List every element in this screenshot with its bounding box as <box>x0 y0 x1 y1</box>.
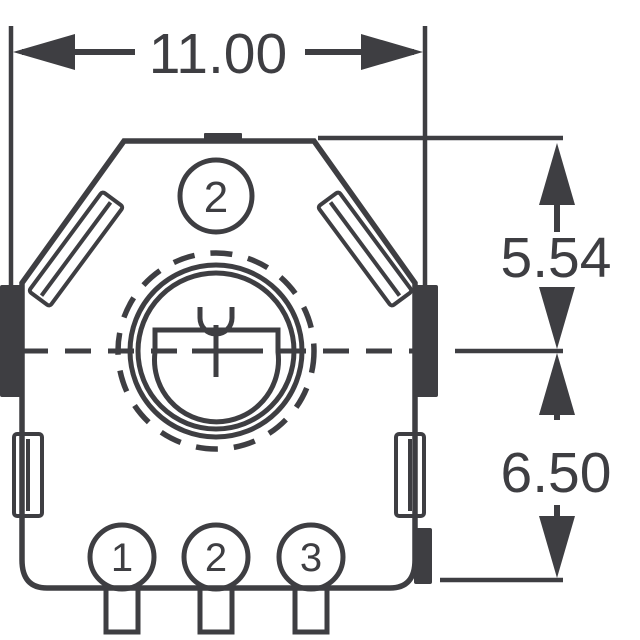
corner-slot-right-centerline <box>328 201 402 297</box>
adjustment-screw-assembly[interactable] <box>115 250 317 452</box>
arrow-left-icon <box>13 34 75 70</box>
dimension-label-width: 11.00 <box>149 22 287 86</box>
lower-slot-right-body <box>394 432 426 518</box>
lower-slot-left-body <box>12 432 44 518</box>
corner-slot-right-body <box>316 190 414 308</box>
extension-lines <box>8 26 563 583</box>
corner-slot-left-centerline <box>39 201 113 297</box>
pin-label-3: 3 <box>300 536 322 580</box>
terminal-lead-3 <box>292 588 330 635</box>
callout-label: 2 <box>204 173 228 222</box>
arrow-up-650-icon <box>539 353 575 415</box>
lower-slot-left <box>12 432 44 518</box>
screw-slot-body <box>152 327 281 425</box>
callout-body-marker: 2 <box>177 157 255 235</box>
terminal-leads <box>103 588 330 635</box>
dimension-width-11: 11.00 <box>13 22 423 86</box>
corner-slot-left <box>27 190 125 308</box>
rotor-inner-circle <box>135 270 297 432</box>
pin-label-2: 2 <box>205 536 227 580</box>
rotor-outer-circle <box>127 262 305 440</box>
pin-number-group: 1 2 3 <box>87 522 346 592</box>
callout-circle-outline <box>177 157 255 235</box>
pin-marker-2: 2 <box>181 522 251 592</box>
corner-slot-left-body <box>27 190 125 308</box>
corner-slot-right <box>316 190 414 308</box>
terminal-lead-1 <box>103 588 141 635</box>
pin-marker-1: 1 <box>87 522 157 592</box>
side-tab-right <box>414 285 438 397</box>
side-tab-left <box>0 285 24 397</box>
arrow-down-554-icon <box>539 287 575 349</box>
pin-marker-3: 3 <box>276 522 346 592</box>
dimension-label-lower-height: 6.50 <box>501 441 612 505</box>
pin-circle-1 <box>87 522 157 592</box>
dimension-label-upper-height: 5.54 <box>501 226 612 290</box>
arrow-down-650-icon <box>539 516 575 578</box>
pin-circle-2 <box>181 522 251 592</box>
pin-circle-3 <box>276 522 346 592</box>
dashed-knurl-ring <box>115 250 317 452</box>
terminal-lead-2 <box>197 588 235 635</box>
arrow-up-554-icon <box>539 143 575 205</box>
pin-label-1: 1 <box>111 536 133 580</box>
top-center-notch <box>204 133 242 143</box>
lower-slot-right <box>394 432 426 518</box>
dimension-lower-height-650: 6.50 <box>501 353 612 578</box>
center-cross-icon <box>192 325 242 377</box>
bottom-right-tab <box>414 528 432 584</box>
arrow-right-icon <box>361 34 423 70</box>
dimension-upper-height-554: 5.54 <box>501 143 612 349</box>
